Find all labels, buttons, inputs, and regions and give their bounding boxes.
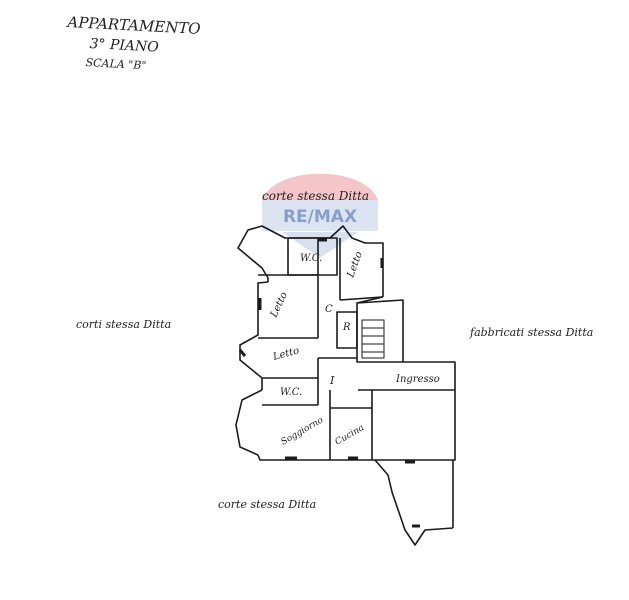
label-right: fabbricati stessa Ditta (469, 326, 593, 339)
right-wall (375, 390, 456, 461)
bottom-wall (257, 454, 375, 461)
stair-zone (356, 296, 404, 363)
bay-lower-left (235, 389, 263, 456)
interior-walls (258, 237, 384, 460)
remax-band (262, 199, 378, 231)
room-ingresso: Ingresso (395, 374, 440, 385)
room-r-label: R (342, 322, 351, 333)
bay-upper-left (237, 225, 269, 282)
left-wall (239, 281, 269, 390)
label-bottom: corte stessa Ditta (218, 498, 316, 511)
room-letto-right: Letto (345, 250, 365, 280)
room-letto-left-upper: Letto (268, 290, 290, 320)
room-wc-bottom: W.C. (280, 387, 302, 398)
room-letto-left-lower: Letto (271, 345, 301, 363)
watermark-brand: RE/MAX (283, 207, 357, 227)
ingresso-wall (358, 361, 456, 391)
label-left: corti stessa Ditta (76, 318, 171, 331)
remax-balloon-top (262, 173, 378, 200)
bottom-appendage (374, 459, 454, 546)
room-r (336, 311, 358, 349)
outer-walls (235, 225, 456, 546)
room-wc-top: W.C. (300, 253, 322, 264)
room-soggiorno: Soggiorno (280, 415, 326, 447)
room-corridor-c: C (325, 304, 333, 315)
stair-outline (361, 319, 385, 359)
window-marks (238, 238, 420, 528)
room-cucina: Cucina (334, 423, 367, 448)
staircase (361, 319, 385, 359)
room-corridor-i: I (329, 374, 335, 387)
wall-letto-right-bottom (339, 296, 384, 301)
label-top: corte stessa Ditta (262, 189, 369, 203)
